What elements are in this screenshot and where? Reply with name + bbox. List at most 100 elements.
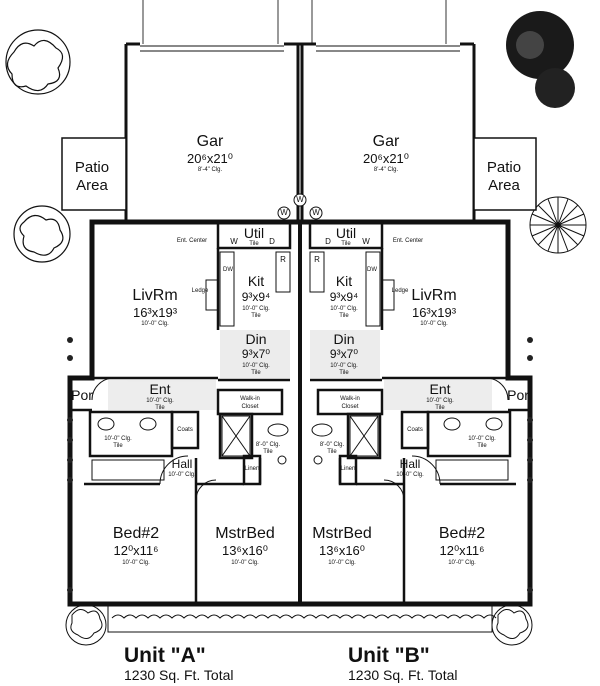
- walkin-a-line2: Closet: [241, 404, 259, 410]
- kit-a-name: Kit: [247, 273, 265, 289]
- shrub-bottom-right: [491, 604, 533, 646]
- ledge-a: Ledge: [191, 288, 209, 294]
- bed2-a-clg: 10'-0" Clg.: [122, 560, 150, 566]
- bath-b-clg: 10'-0" Clg.: [468, 436, 496, 442]
- fridge-b: R: [314, 255, 320, 264]
- din-b-dim: 9³x7⁰: [329, 347, 359, 361]
- garage-b-dim: 20⁶x21⁰: [363, 151, 409, 166]
- ent-b-name: Ent: [429, 381, 451, 397]
- livrm-a-dim: 16³x19³: [132, 305, 178, 320]
- mstrbed-b-name: MstrBed: [312, 525, 372, 542]
- tree-top-left: [5, 29, 71, 95]
- tree-left: [13, 205, 71, 263]
- mstrbed-b-clg: 10'-0" Clg.: [328, 560, 356, 566]
- shrub-rows: [67, 337, 533, 593]
- patio-b: [473, 137, 537, 211]
- din-b-name: Din: [333, 331, 355, 347]
- ledge-b: Ledge: [391, 288, 409, 294]
- garage-a-clg: 8'-4" Clg.: [197, 167, 223, 173]
- livrm-b-name: LivRm: [411, 287, 457, 304]
- bed2-b-name: Bed#2: [438, 525, 486, 542]
- kit-a-dim: 9³x9⁴: [241, 290, 271, 304]
- mbath-b-sub: Tile: [327, 449, 337, 455]
- din-a-clg: 10'-0" Clg.: [242, 363, 270, 369]
- front-planter: [107, 603, 497, 633]
- driveway: [142, 0, 447, 44]
- garage-b-name: Gar: [372, 133, 400, 150]
- ent-a-name: Ent: [149, 381, 171, 397]
- mbath-b-clg: 8'-0" Clg.: [319, 442, 345, 448]
- tree-right: [529, 196, 587, 254]
- bath-b-sub: Tile: [477, 443, 487, 449]
- por-a-name: Por: [71, 387, 93, 403]
- tile-areas: [108, 330, 492, 410]
- bed2-b-dim: 12⁰x11⁶: [439, 543, 485, 558]
- kit-b-dim: 9³x9⁴: [329, 290, 359, 304]
- kitchen-counters: [205, 251, 395, 327]
- garage-a-dim: 20⁶x21⁰: [187, 151, 233, 166]
- unit-a-title: Unit "A": [124, 644, 206, 667]
- por-b-name: Por: [507, 387, 529, 403]
- ent-center-a: Ent. Center: [176, 238, 208, 244]
- linen-b: Linen: [340, 466, 356, 472]
- mbath-a-clg: 8'-0" Clg.: [255, 442, 281, 448]
- tree-top-right: [506, 11, 575, 108]
- mstrbed-a-name: MstrBed: [215, 525, 275, 542]
- coats-a: Coats: [177, 427, 193, 433]
- din-a-dim: 9³x7⁰: [241, 347, 271, 361]
- din-a-name: Din: [245, 331, 267, 347]
- ent-center-b: Ent. Center: [392, 238, 424, 244]
- kit-a-sub: Tile: [251, 313, 261, 319]
- coats-b: Coats: [407, 427, 423, 433]
- unit-b-sqft: 1230 Sq. Ft. Total: [348, 667, 458, 683]
- hall-b-name: Hall: [399, 457, 421, 471]
- util-b-name: Util: [335, 225, 357, 241]
- patio-a-line2: Area: [76, 177, 108, 194]
- hall-a-name: Hall: [171, 457, 193, 471]
- garage-a-name: Gar: [196, 133, 224, 150]
- dryer-a: D: [269, 237, 275, 246]
- util-a-name: Util: [243, 225, 265, 241]
- livrm-b-dim: 16³x19³: [411, 305, 457, 320]
- walkin-b-line1: Walk-in: [340, 396, 360, 402]
- patio-b-line2: Area: [488, 177, 520, 194]
- hall-b-clg: 10'-0" Clg.: [396, 472, 424, 478]
- unit-a-sqft: 1230 Sq. Ft. Total: [124, 667, 234, 683]
- din-b-sub: Tile: [339, 370, 349, 376]
- livrm-b-clg: 10'-0" Clg.: [420, 321, 448, 327]
- kit-b-clg: 10'-0" Clg.: [330, 306, 358, 312]
- bed2-a-dim: 12⁰x11⁶: [113, 543, 159, 558]
- washers: [277, 193, 323, 220]
- mstrbed-b-dim: 13⁶x16⁰: [319, 543, 365, 558]
- ent-a-clg: 10'-0" Clg.: [146, 398, 174, 404]
- livrm-a-name: LivRm: [132, 287, 178, 304]
- walkin-a-line1: Walk-in: [240, 396, 260, 402]
- bed2-a-name: Bed#2: [112, 525, 160, 542]
- livrm-a-clg: 10'-0" Clg.: [141, 321, 169, 327]
- kit-b-name: Kit: [335, 273, 353, 289]
- mstrbed-a-dim: 13⁶x16⁰: [222, 543, 268, 558]
- shrub-bottom-left: [65, 604, 107, 646]
- bath-fixtures: [91, 415, 509, 481]
- mstrbed-a-clg: 10'-0" Clg.: [231, 560, 259, 566]
- washer-b: W: [312, 208, 320, 217]
- fridge-a: R: [280, 255, 286, 264]
- garage-doors: [140, 45, 460, 52]
- patio-a: [61, 137, 127, 211]
- hall-a-clg: 10'-0" Clg.: [168, 472, 196, 478]
- bath-a-sub: Tile: [113, 443, 123, 449]
- dryer-b: D: [325, 237, 331, 246]
- linen-a: Linen: [244, 466, 260, 472]
- mbath-a-sub: Tile: [263, 449, 273, 455]
- dishwasher-b: DW: [367, 267, 377, 273]
- patio-a-line1: Patio: [74, 159, 110, 176]
- patio-b-line1: Patio: [486, 159, 522, 176]
- washer-util-a: W: [230, 237, 238, 246]
- kit-b-sub: Tile: [339, 313, 349, 319]
- dishwasher-a: DW: [223, 267, 233, 273]
- bed2-b-clg: 10'-0" Clg.: [448, 560, 476, 566]
- washer-util-b: W: [362, 237, 370, 246]
- util-b-sub: Tile: [341, 241, 351, 247]
- walkin-b-line2: Closet: [341, 404, 359, 410]
